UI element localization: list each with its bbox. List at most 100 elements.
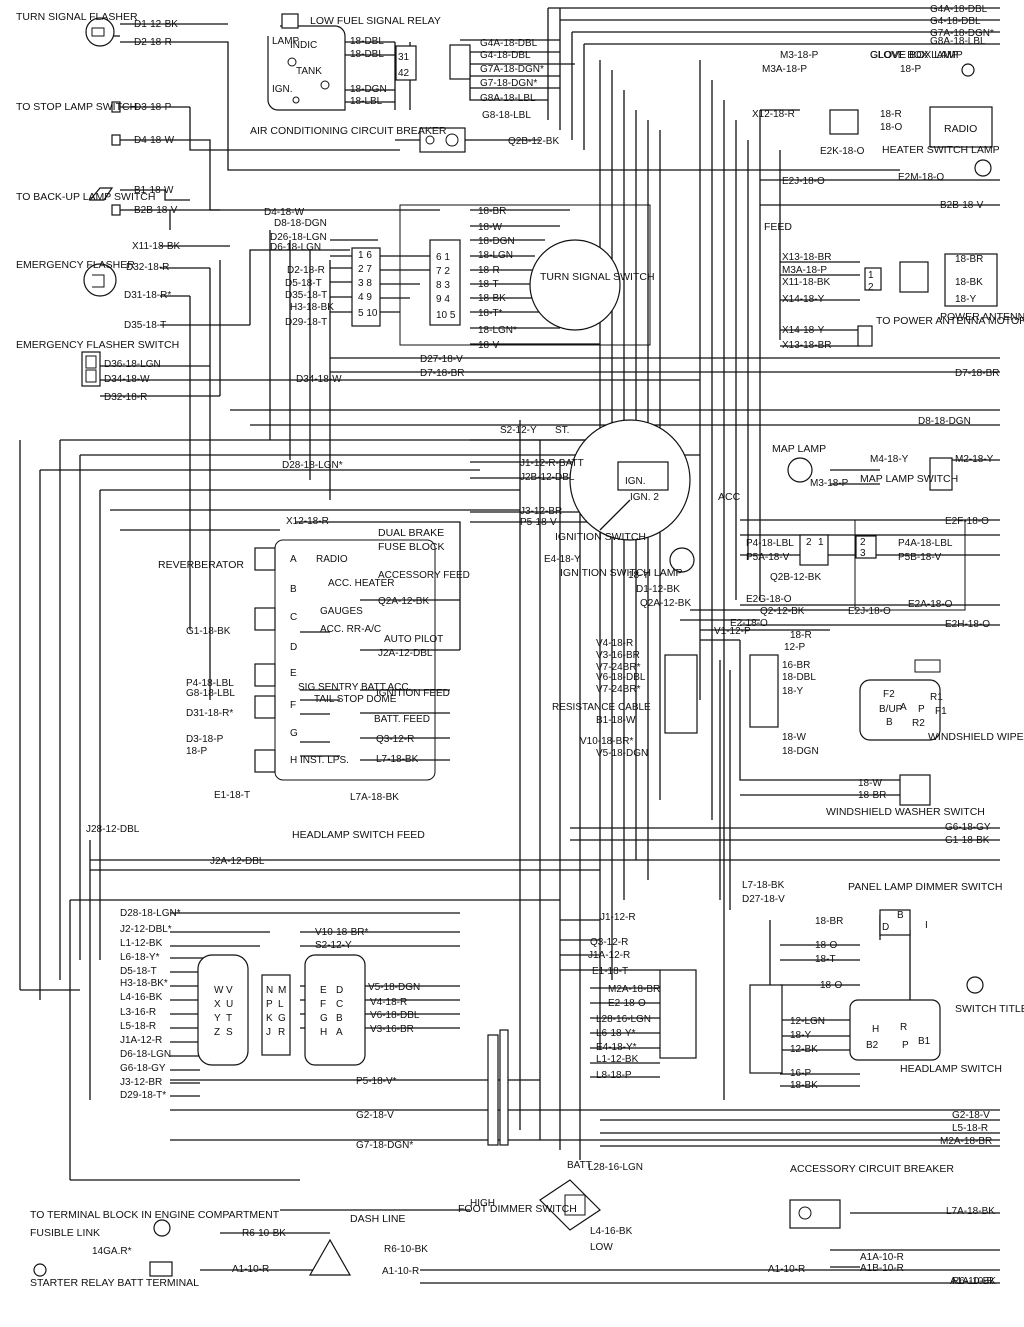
bulkhead-pin: L [278,999,284,1010]
wire-code: IGN. [272,84,293,95]
wire-code: X14-18-Y [782,294,825,305]
panel-lamp-dimmer-label: PANEL LAMP DIMMER SWITCH [848,881,1002,893]
wire-code: D26-18-LGN [270,232,327,243]
wire-code: V7-24BR* [596,662,641,673]
ignition-label: HIGH [470,1198,495,1209]
wire-code: L6-18-Y* [596,1028,636,1039]
dash-grommet-shape [33,1219,352,1277]
fuse-letter: A [290,554,297,565]
dash-line-label: DASH LINE [350,1213,405,1225]
power-antenna-switch-label: POWER ANTENNA SWITCH [940,311,1024,323]
wire-code: 18-W [782,732,806,743]
wire-code: J2A-12-DBL [210,856,265,867]
fuse-label: GAUGES [320,606,363,617]
switch-title-lamp-label: SWITCH TITLE LAMP [955,1003,1024,1015]
emergency-flasher-label: EMERGENCY FLASHER [16,259,135,271]
wire-code: D7-18-BR [955,368,999,379]
fuse-label: TAIL STOP DOME [314,694,397,705]
ignition-label: LOW [590,1242,613,1253]
wire-code: J1A-12-R [120,1035,162,1046]
wire-code: D35-18-T [285,290,327,301]
wire-code: P5-18-V* [356,1076,397,1087]
wire-code: D27-18-V [420,354,463,365]
wire-code: H3-18-BK* [120,978,168,989]
feed-label: FEED [764,221,792,233]
wire-code: D3-18-P [186,734,224,745]
wire-code: E4-18-Y* [596,1042,637,1053]
wire-code: E2-18-O [608,998,646,1009]
wire-code: 16-P [790,1068,811,1079]
wire-code: 18-BK [955,277,983,288]
ignition-switch-shape [569,419,695,573]
terminal-label: B1 [918,1036,931,1047]
terminal-label: B/UP [879,704,903,715]
wire-code: 18-BK [790,1080,818,1091]
terminal-label: D [882,922,889,933]
foot-dimmer-switch-label: FOOT DIMMER SWITCH [458,1203,577,1215]
feed-label: IGNITION FEED [376,688,450,699]
wire-code: 12-LGN [790,1016,825,1027]
pin-numbers: 8 3 [436,280,450,291]
wire-code: Q2B-12-BK [508,136,559,147]
wire-code: H3-18-BK [290,302,334,313]
wire-code: A1A-10-R [860,1252,904,1263]
wire-code: G8A-18-LBL [930,36,986,47]
wire-code: GLOVE BOX LAMP [870,50,959,61]
wire-code: E2-18-O [730,618,768,629]
v-connector-shape [664,654,698,734]
wire-code: D28-18-LGN* [282,460,343,471]
wire-code: L1-12-BK [596,1054,639,1065]
bulkhead-pin: X [214,999,221,1010]
terminal-label: R2 [912,718,925,729]
wire-code: M3A-18-P [782,265,827,276]
wire-code: 18-BR [858,790,886,801]
pin-numbers: 5 10 [358,308,378,319]
wire-code: R6-10-BK [242,1228,286,1239]
wire-code: J1-12-R-BATT [520,458,584,469]
wire-code: P5B-18-V [898,552,942,563]
wire-code: B2B-18-V [134,205,178,216]
wire-code: D32-18-R [126,262,169,273]
low-fuel-relay-label: LOW FUEL SIGNAL RELAY [310,15,441,27]
wire-code: 18-V [478,340,499,351]
wire-code: G4A-18-DBL [480,38,538,49]
wire-code: J1A-12-R [588,950,630,961]
wire-code: D5-18-T [285,278,322,289]
wire-code: J2B-12-DBL [520,472,575,483]
bulkhead-pin: Y [214,1013,221,1024]
wire-code: X13-18-BR [782,252,831,263]
pin-numbers: 3 [860,548,866,559]
wire-code: 18-W [478,222,502,233]
wire-code: M2-18-Y [955,454,994,465]
wire-code: D6-18-LGN [120,1049,171,1060]
wire-code: J28-12-DBL [86,824,140,835]
wire-code: V3-16-BR [370,1024,414,1035]
bulkhead-pin: G [320,1013,328,1024]
fuse-letter: G [290,728,298,739]
wire-code: L4-16-BK [590,1226,633,1237]
fuse-letter: F [290,700,296,711]
wiper-switch-shape [749,654,941,806]
backup-lamp-switch-shape [88,187,121,216]
ignition-label: IGN. [625,476,646,487]
bulkhead-connector-shape [197,954,366,1066]
fuse-label: INST. LPS. [300,755,349,766]
wire-code: D7-18-BR [420,368,464,379]
wire-code: E2J-18-O [848,606,891,617]
wire-code: J3-12-BR [120,1077,162,1088]
wire-code: D4-18-W [134,135,175,146]
terminal-label: B2 [866,1040,879,1051]
terminal-label: B [886,717,893,728]
wire-code: G8-18-LBL [186,688,235,699]
bulkhead-pin: P [266,999,273,1010]
wire-code: 18-P [186,746,207,757]
wire-code: E2F-18-O [945,516,989,527]
wire-code: X13-18-BR [782,340,831,351]
top-connector-g [449,44,471,80]
wire-code: 18-T [815,954,836,965]
wire-code: R6-10-BK [952,1276,996,1287]
wire-code: A1A-10-R [950,1276,994,1287]
fuse-label: SIG SENTRY BATT.ACC. [298,682,411,693]
terminal-block-label: TO TERMINAL BLOCK IN ENGINE COMPARTMENT [30,1209,280,1221]
